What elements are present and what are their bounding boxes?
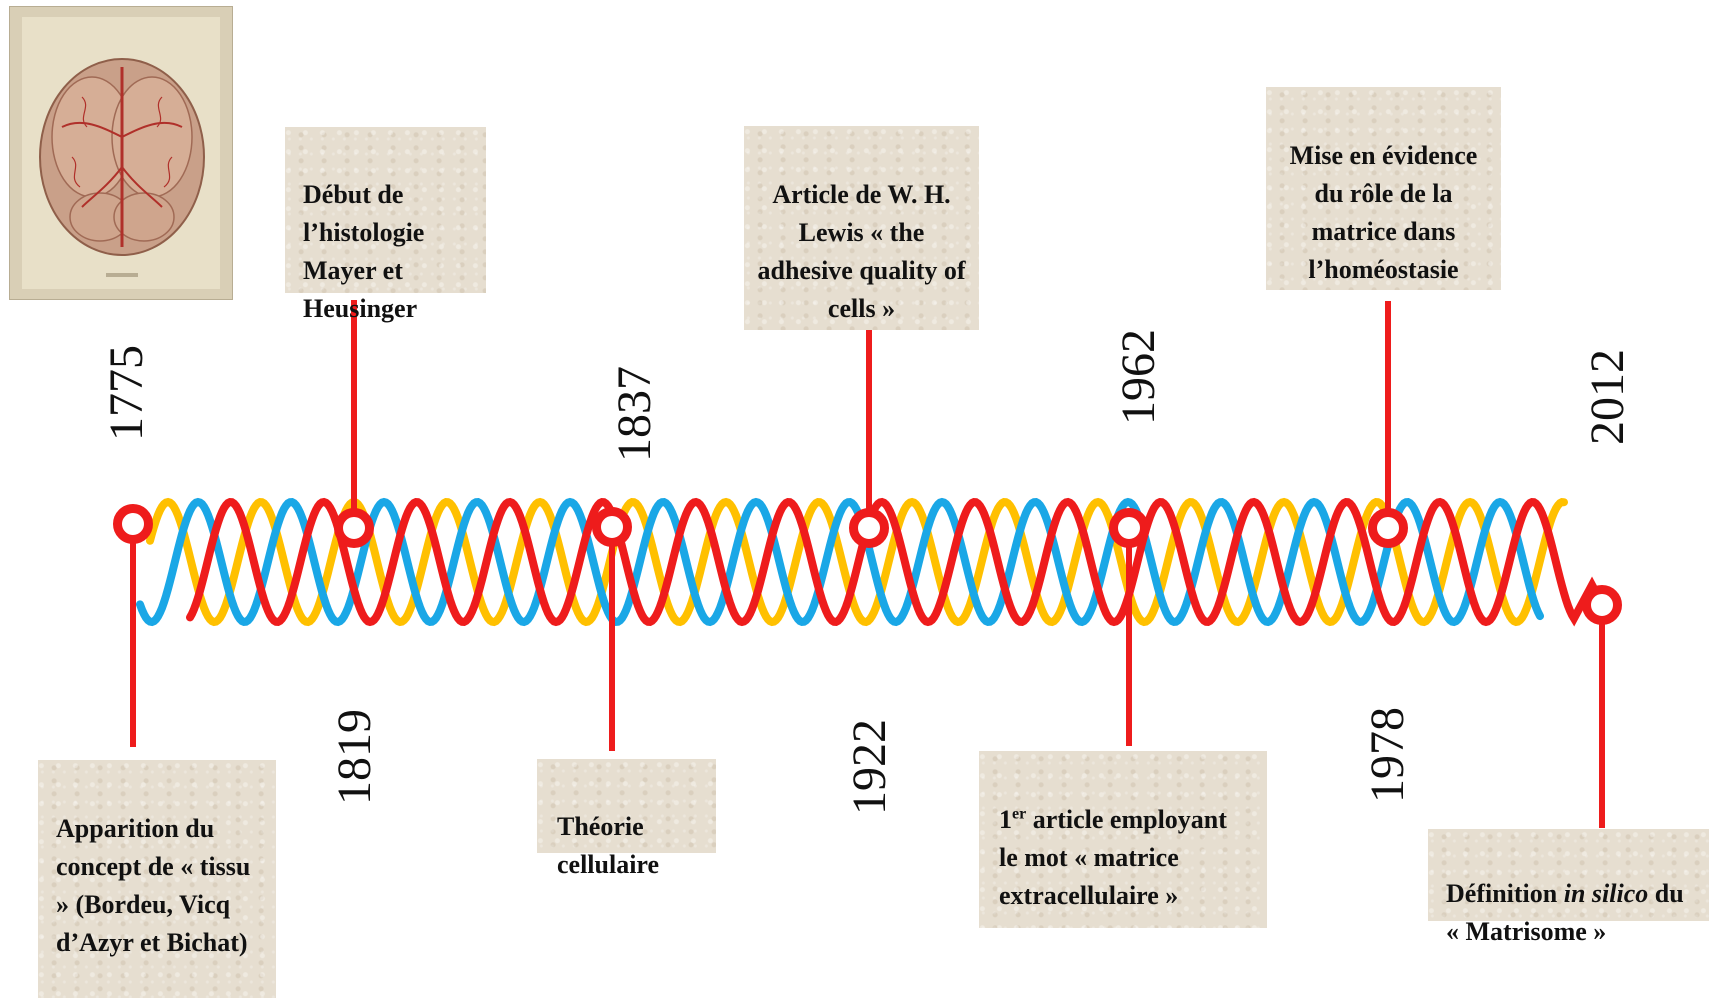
node-1922: [849, 508, 889, 548]
year-1962: 1962: [1112, 329, 1165, 425]
event-box-2012: Définition in silico du « Matrisome »: [1428, 829, 1709, 946]
node-1978: [1368, 508, 1408, 548]
event-box-1922: Article de W. H. Lewis « the adhesive qu…: [744, 126, 979, 330]
pin-1978: [1385, 301, 1391, 528]
pin-1775: [130, 525, 136, 747]
event-box-1962: 1er article employant le mot « matrice e…: [979, 751, 1267, 928]
event-text-before-2012: Définition: [1446, 879, 1564, 908]
wave-red: [186, 497, 1604, 627]
event-text-sup-1962: er: [1012, 805, 1027, 823]
event-text-prefix-1962: 1: [999, 805, 1012, 834]
year-1775: 1775: [100, 345, 153, 441]
event-text-1775: Apparition du concept de « tissu » (Bord…: [56, 814, 251, 957]
node-2012: [1582, 585, 1622, 625]
brain-engraving-image: [9, 6, 233, 300]
event-text-italic-2012: in silico: [1563, 879, 1649, 908]
node-1819: [334, 508, 374, 548]
node-1775: [113, 504, 153, 544]
event-text-1837: Théorie cellulaire: [557, 812, 660, 879]
year-1922: 1922: [843, 719, 896, 815]
event-box-1978: Mise en évidence du rôle de la matrice d…: [1266, 87, 1501, 290]
pin-1962: [1126, 528, 1132, 746]
event-text-after-2012: du « Matrisome »: [1446, 879, 1684, 946]
event-text-1962: article employant le mot « matrice extra…: [999, 805, 1227, 910]
pin-1819: [351, 300, 357, 528]
year-1837: 1837: [608, 366, 661, 462]
event-box-1775: Apparition du concept de « tissu » (Bord…: [38, 760, 276, 998]
pin-2012: [1599, 605, 1605, 828]
node-1837: [592, 507, 632, 547]
year-2012: 2012: [1581, 349, 1634, 445]
year-1819: 1819: [328, 709, 381, 805]
wave-blue: [136, 497, 1544, 627]
year-1978: 1978: [1361, 707, 1414, 803]
event-box-1837: Théorie cellulaire: [537, 759, 716, 879]
event-box-1819: Début de l’histologie Mayer et Heusinger: [285, 127, 486, 323]
event-text-1922: Article de W. H. Lewis « the adhesive qu…: [757, 180, 966, 323]
pin-1837: [609, 527, 615, 751]
event-text-1978: Mise en évidence du rôle de la matrice d…: [1289, 141, 1478, 284]
pin-1922: [866, 327, 872, 528]
event-text-1819: Début de l’histologie Mayer et Heusinger: [303, 180, 425, 323]
node-1962: [1109, 508, 1149, 548]
brain-illustration: [39, 58, 205, 277]
